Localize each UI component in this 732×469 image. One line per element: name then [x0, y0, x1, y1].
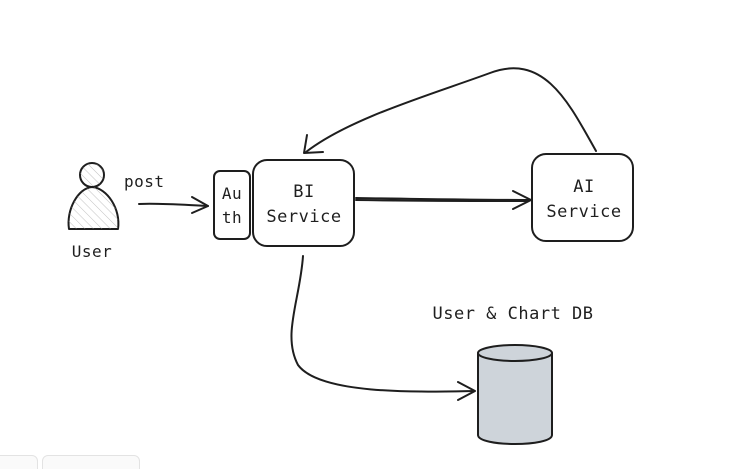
ai-service-node[interactable]: AI Service	[531, 153, 634, 242]
bi-service-node[interactable]: BI Service	[252, 159, 355, 247]
user-actor[interactable]: User	[67, 162, 120, 261]
edge-user-to-auth-label: post	[124, 172, 165, 191]
ai-service-label-line1: AI	[573, 177, 594, 197]
database-label: User & Chart DB	[432, 304, 593, 324]
edge-ai-to-bi-line	[305, 67, 597, 153]
arrowhead-icon	[303, 134, 324, 154]
user-label: User	[72, 242, 113, 261]
arrowhead-icon	[457, 381, 476, 401]
bi-service-label-line1: BI	[293, 182, 314, 202]
auth-node[interactable]: Au th	[213, 170, 251, 240]
arrowhead-icon	[191, 196, 209, 214]
edge-user-to-auth[interactable]: post	[124, 172, 209, 214]
ai-service-label-line2: Service	[546, 202, 621, 222]
edge-user-to-auth-line	[138, 202, 209, 207]
ai-service-box	[531, 153, 634, 242]
edge-ai-to-bi[interactable]	[303, 67, 597, 154]
edge-bi-to-ai-line	[355, 197, 531, 201]
bi-service-label-line2: Service	[266, 207, 341, 227]
database-node[interactable]: User & Chart DB	[432, 304, 593, 445]
arrowhead-icon	[512, 190, 532, 210]
toolbar-chip[interactable]	[0, 455, 38, 469]
edge-bi-to-db-line	[290, 255, 474, 393]
auth-box	[213, 170, 251, 240]
auth-label-line2: th	[222, 208, 242, 227]
auth-label-line1: Au	[222, 184, 242, 203]
edge-bi-to-ai[interactable]	[355, 190, 532, 210]
database-top	[477, 344, 553, 362]
database-cylinder-icon	[477, 352, 553, 445]
toolbar-chip[interactable]	[42, 455, 140, 469]
bi-service-box	[252, 159, 355, 247]
edge-bi-to-db[interactable]	[290, 255, 476, 401]
